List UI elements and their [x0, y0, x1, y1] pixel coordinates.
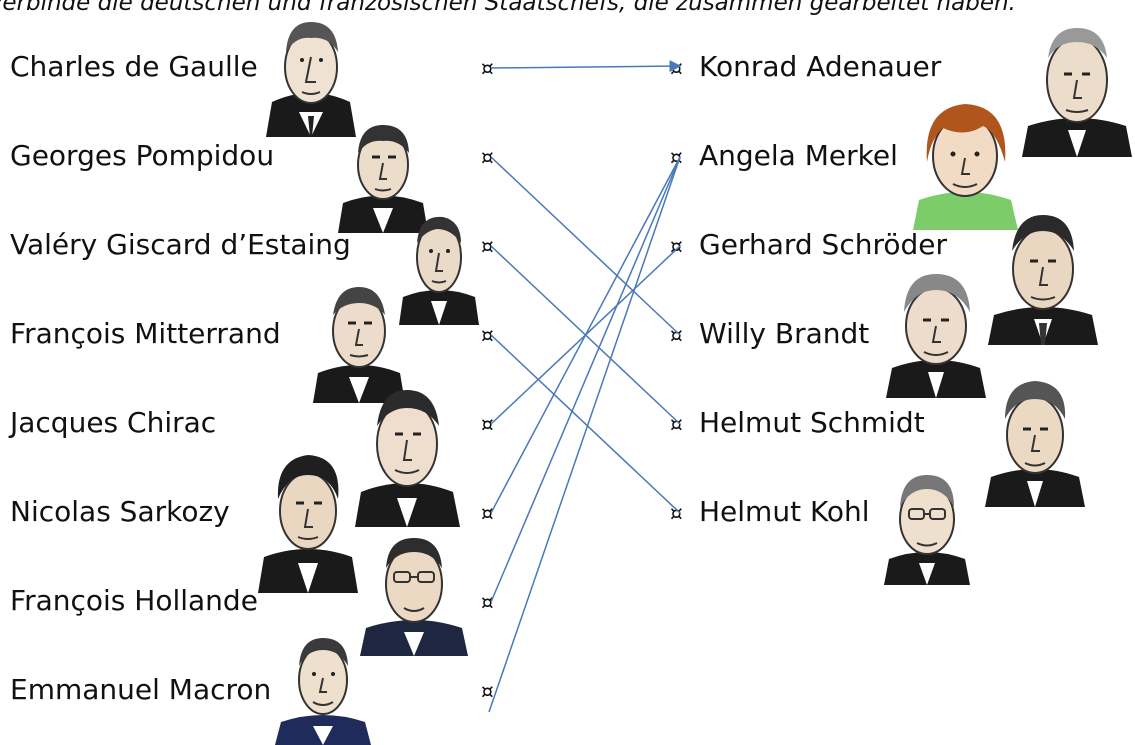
portrait-schroeder — [988, 215, 1098, 345]
german-name-brandt: Willy Brandt — [699, 317, 870, 350]
connection-line — [490, 156, 681, 514]
portrait-kohl — [884, 475, 970, 585]
portrait-de-gaulle — [266, 22, 356, 137]
french-name-mitterrand: François Mitterrand — [10, 317, 281, 350]
german-name-merkel: Angela Merkel — [699, 139, 898, 172]
portrait-schmidt — [985, 381, 1085, 507]
right-connector-marker[interactable]: ¤ — [670, 234, 683, 258]
portrait-sarkozy — [258, 455, 358, 593]
connection-line — [488, 156, 681, 713]
right-connector-marker[interactable]: ¤ — [670, 323, 683, 347]
left-connector-marker[interactable]: ¤ — [481, 56, 494, 80]
german-name-kohl: Helmut Kohl — [699, 495, 870, 528]
german-name-schmidt: Helmut Schmidt — [699, 406, 925, 439]
connection-line — [490, 156, 681, 603]
left-connector-marker[interactable]: ¤ — [481, 234, 494, 258]
portrait-hollande — [360, 538, 468, 656]
left-connector-marker[interactable]: ¤ — [481, 590, 494, 614]
portrait-chirac — [355, 390, 460, 527]
left-connector-marker[interactable]: ¤ — [481, 679, 494, 703]
right-connector-marker[interactable]: ¤ — [670, 145, 683, 169]
connection-line — [490, 60, 682, 73]
french-name-de-gaulle: Charles de Gaulle — [10, 50, 258, 83]
connection-line — [490, 334, 681, 514]
left-connector-marker[interactable]: ¤ — [481, 501, 494, 525]
french-name-macron: Emmanuel Macron — [10, 673, 272, 706]
french-name-hollande: François Hollande — [10, 584, 258, 617]
portrait-adenauer — [1022, 28, 1132, 157]
portrait-macron — [275, 638, 371, 745]
right-connector-marker[interactable]: ¤ — [670, 412, 683, 436]
left-connector-marker[interactable]: ¤ — [481, 323, 494, 347]
connection-line — [490, 156, 681, 336]
right-connector-marker[interactable]: ¤ — [670, 501, 683, 525]
portrait-brandt — [886, 274, 986, 398]
left-connector-marker[interactable]: ¤ — [481, 145, 494, 169]
german-name-schroeder: Gerhard Schröder — [699, 228, 947, 261]
left-connector-marker[interactable]: ¤ — [481, 412, 494, 436]
instruction-text: Verbinde die deutschen und französischen… — [0, 0, 1016, 16]
portrait-giscard — [399, 216, 479, 325]
french-name-pompidou: Georges Pompidou — [10, 139, 275, 172]
portrait-merkel — [913, 104, 1018, 230]
french-name-chirac: Jacques Chirac — [10, 406, 217, 439]
portrait-mitterrand — [313, 287, 405, 403]
portrait-pompidou — [338, 125, 428, 233]
french-name-sarkozy: Nicolas Sarkozy — [10, 495, 230, 528]
french-name-giscard: Valéry Giscard d’Estaing — [10, 228, 351, 261]
german-name-adenauer: Konrad Adenauer — [699, 50, 942, 83]
